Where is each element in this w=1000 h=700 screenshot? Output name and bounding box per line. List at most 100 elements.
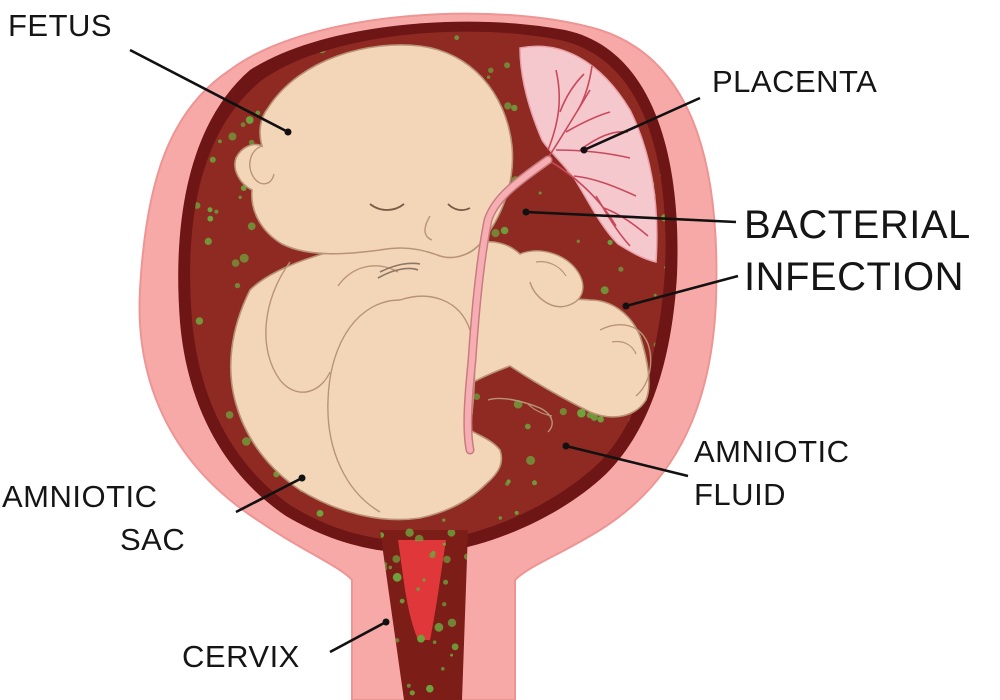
bacterium-dot <box>263 23 271 31</box>
bacterium-dot <box>648 24 653 29</box>
bacterium-dot <box>486 75 491 79</box>
bacterium-dot <box>504 102 512 110</box>
bacterium-dot <box>207 215 214 222</box>
bacterium-dot <box>255 110 261 116</box>
bacterium-dot <box>576 239 580 243</box>
bacterium-dot <box>240 122 246 128</box>
bacterium-dot <box>214 209 219 214</box>
bacterium-dot <box>524 423 531 430</box>
bacterium-dot <box>661 539 666 542</box>
leader-fetus-dot <box>284 128 292 136</box>
leader-placenta-dot <box>580 146 588 154</box>
bacterium-dot <box>488 67 494 74</box>
leader-bacterial-infection-1 <box>525 210 737 224</box>
bacterium-dot <box>245 116 254 124</box>
bacterium-dot <box>617 520 623 526</box>
bacterium-dot <box>239 253 249 263</box>
label-bacterial-infection-line1: BACTERIAL <box>744 203 971 247</box>
bacterium-dot <box>447 530 456 537</box>
bacterium-dot <box>442 602 447 607</box>
bacterium-dot <box>587 538 595 542</box>
bacterium-dot <box>247 222 256 231</box>
bacterium-dot <box>204 237 212 245</box>
bacterium-dot <box>443 579 449 585</box>
leader-fetus <box>129 48 289 134</box>
bacterium-dot <box>265 539 272 542</box>
label-placenta: PLACENTA <box>712 64 877 99</box>
bacterium-dot <box>618 266 624 272</box>
bacterium-dot <box>511 104 518 112</box>
bacterium-dot <box>242 437 251 446</box>
cervix-canal <box>380 530 468 700</box>
label-amniotic-fluid-line1: AMNIOTIC <box>694 434 850 469</box>
bacterium-dot <box>514 510 519 515</box>
leader-amniotic-fluid <box>565 444 689 478</box>
bacterium-dot <box>454 35 460 41</box>
leader-amniotic-sac-dot <box>298 474 306 482</box>
bacterium-dot <box>405 528 414 537</box>
bacterium-dot <box>498 516 502 520</box>
bacterium-dot <box>234 282 241 289</box>
label-bacterial-infection-line2: INFECTION <box>744 255 964 299</box>
bacterium-dot <box>246 31 255 36</box>
leader-bacterial-infection-dot-1 <box>522 208 530 216</box>
umbilical-cord <box>463 155 553 455</box>
bacterium-dot <box>240 185 247 191</box>
leader-placenta <box>583 96 701 152</box>
bacterium-dot <box>526 455 536 465</box>
bacterium-dot <box>228 132 237 141</box>
bacterium-dot <box>513 399 523 409</box>
bacterium-dot <box>209 156 216 163</box>
leader-cervix <box>329 620 387 654</box>
bacterium-dot <box>316 510 324 517</box>
fetus <box>229 44 652 521</box>
bacterium-dot <box>451 643 459 651</box>
bacterium-dot <box>442 518 446 522</box>
bacterium-dot <box>406 683 411 688</box>
bacterium-dot <box>380 532 385 538</box>
bacterium-dot <box>238 195 242 199</box>
label-amniotic-sac-line1: AMNIOTIC <box>2 479 158 514</box>
bacterium-dot <box>532 480 537 486</box>
bacterium-dot <box>417 634 425 643</box>
bacterium-dot <box>597 416 604 423</box>
bacterium-dot <box>434 622 444 632</box>
bacterium-dot <box>195 317 204 325</box>
bacterium-dot <box>538 191 542 195</box>
bacterium-dot <box>607 239 613 245</box>
bacterium-dot <box>218 139 222 144</box>
bacterium-dot <box>394 638 400 643</box>
bacterium-dot <box>653 293 657 297</box>
bacterium-dot <box>429 552 436 559</box>
bacterium-dot <box>600 286 609 295</box>
bacterium-dot <box>559 408 567 416</box>
label-cervix: CERVIX <box>182 639 300 674</box>
leader-bacterial-infection-dot-2 <box>622 302 630 310</box>
bacterium-dot <box>388 565 393 570</box>
bacterium-dot <box>409 690 415 696</box>
bacterium-dot <box>441 667 445 671</box>
bacterium-dot <box>491 229 500 238</box>
bacterium-dot <box>392 572 402 582</box>
leader-amniotic-sac <box>235 476 303 514</box>
bacterium-dot <box>450 653 454 657</box>
leader-bacterial-infection-2 <box>625 274 739 308</box>
label-amniotic-fluid-line2: FLUID <box>694 477 786 512</box>
bacterium-dot <box>577 408 586 418</box>
bacterium-dot <box>664 266 666 269</box>
bacterium-dot <box>432 640 437 644</box>
bacterium-dot <box>392 555 401 563</box>
bacterium-dot <box>473 393 481 401</box>
bacterium-dot <box>225 411 234 419</box>
label-fetus: FETUS <box>8 8 112 43</box>
bacterium-dot <box>399 598 405 604</box>
bacterium-dot <box>500 226 509 235</box>
labels: FETUS PLACENTA BACTERIAL INFECTION AMNIO… <box>2 8 971 674</box>
leader-lines <box>129 48 739 654</box>
bacterium-dot <box>505 481 510 486</box>
bacterium-dot <box>416 587 420 591</box>
bacterium-dot <box>426 684 434 693</box>
bacterium-dot <box>663 26 666 29</box>
